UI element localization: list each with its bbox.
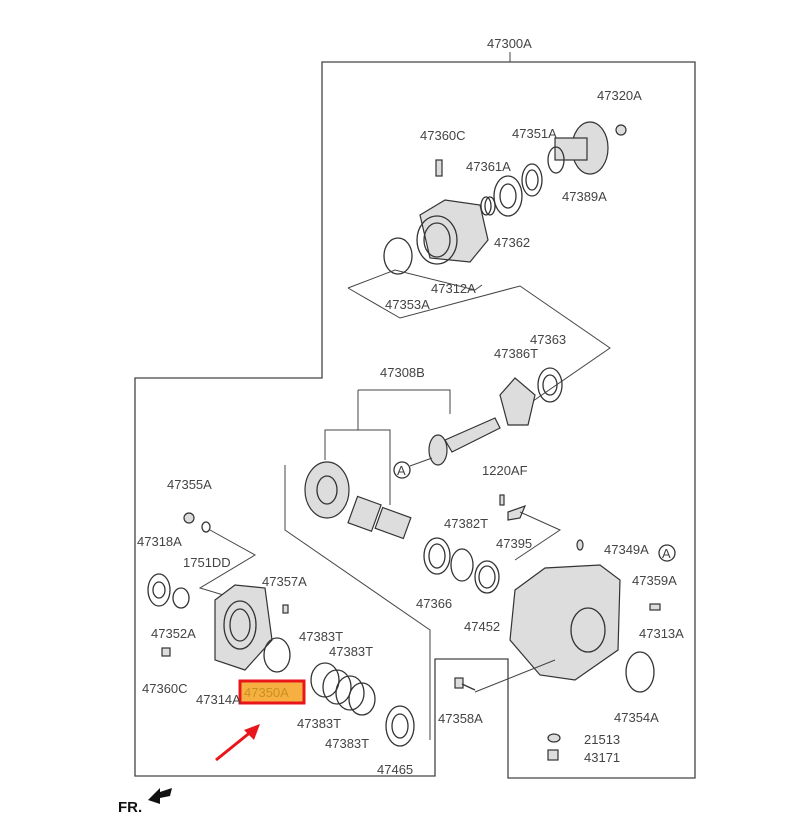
part-label[interactable]: 47354A <box>614 710 659 725</box>
part-label[interactable]: 47389A <box>562 189 607 204</box>
direction-arrow-icon <box>148 788 172 804</box>
part-label[interactable]: 47351A <box>512 126 557 141</box>
part-label[interactable]: 47360C <box>142 681 188 696</box>
reference-marker-a: A <box>397 463 406 478</box>
part-drawings: A A <box>147 121 676 761</box>
part-label[interactable]: 1220AF <box>482 463 528 478</box>
assembly-label: 47300A <box>487 36 532 51</box>
part-label[interactable]: 47465 <box>377 762 413 777</box>
part-label[interactable]: 47382T <box>444 516 488 531</box>
highlighted-part-47350A[interactable]: 47350A <box>238 679 306 705</box>
part-label[interactable]: 47383T <box>297 716 341 731</box>
part-label[interactable]: 47366 <box>416 596 452 611</box>
part-label[interactable]: 47312A <box>431 281 476 296</box>
highlight-box <box>238 679 306 705</box>
part-label[interactable]: 47383T <box>329 644 373 659</box>
highlighted-part-label: 47350A <box>244 685 289 700</box>
part-label[interactable]: 47383T <box>299 629 343 644</box>
assembly-frame <box>134 61 696 779</box>
part-label[interactable]: 47308B <box>380 365 425 380</box>
part-label[interactable]: 47352A <box>151 626 196 641</box>
part-label[interactable]: 47360C <box>420 128 466 143</box>
part-label[interactable]: 1751DD <box>183 555 231 570</box>
part-label[interactable]: 47355A <box>167 477 212 492</box>
part-label[interactable]: 47452 <box>464 619 500 634</box>
red-arrow-icon <box>215 724 260 762</box>
part-label[interactable]: 47386T <box>494 346 538 361</box>
part-label[interactable]: 47383T <box>325 736 369 751</box>
part-label[interactable]: 47353A <box>385 297 430 312</box>
reference-marker-a-2: A <box>662 546 671 561</box>
part-label[interactable]: 43171 <box>584 750 620 765</box>
part-labels: 47320A 47360C 47351A 47361A 47389A 47362… <box>137 88 684 777</box>
part-label[interactable]: 21513 <box>584 732 620 747</box>
front-direction-indicator: FR. <box>118 788 172 815</box>
part-label[interactable]: 47359A <box>632 573 677 588</box>
part-label[interactable]: 47313A <box>639 626 684 641</box>
part-label[interactable]: 47358A <box>438 711 483 726</box>
part-label[interactable]: 47357A <box>262 574 307 589</box>
part-label[interactable]: 47320A <box>597 88 642 103</box>
part-label[interactable]: 47314A <box>196 692 241 707</box>
direction-label: FR. <box>118 799 142 815</box>
part-label[interactable]: 47395 <box>496 536 532 551</box>
part-label[interactable]: 47349A <box>604 542 649 557</box>
part-label[interactable]: 47362 <box>494 235 530 250</box>
part-label[interactable]: 47361A <box>466 159 511 174</box>
part-label[interactable]: 47318A <box>137 534 182 549</box>
part-label[interactable]: 47363 <box>530 332 566 347</box>
